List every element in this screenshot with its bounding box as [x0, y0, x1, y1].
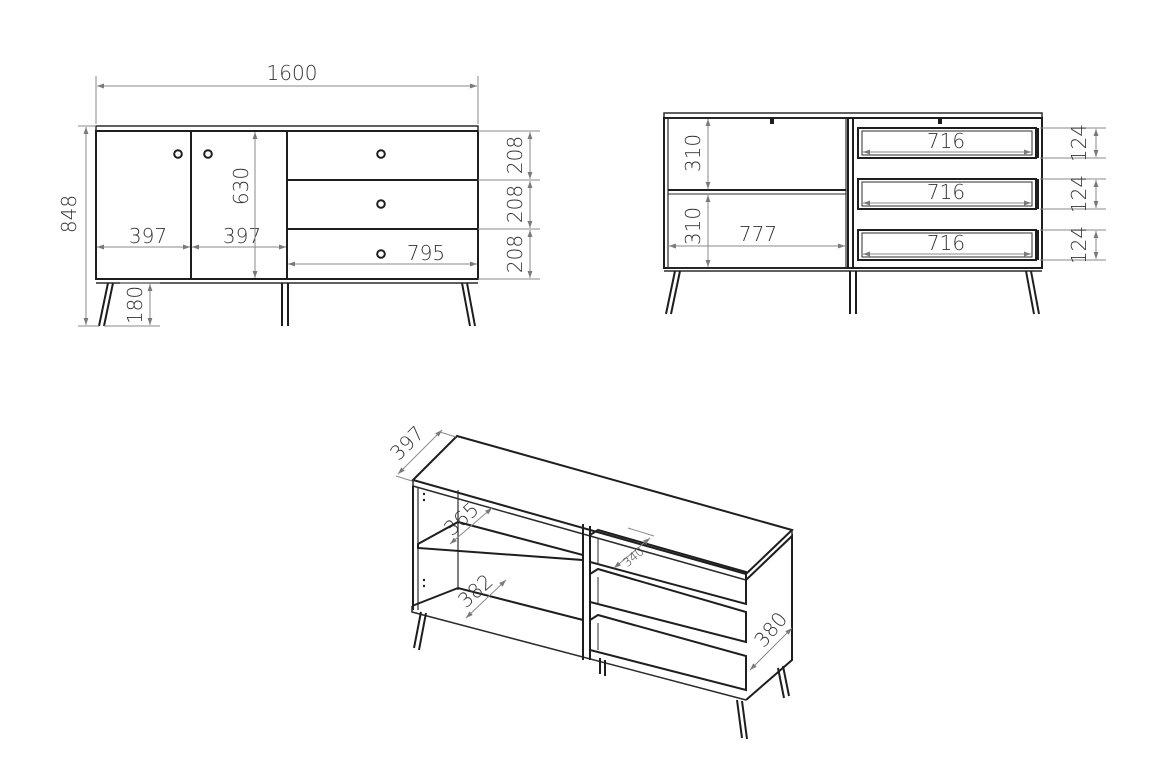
door-knob-right [203, 149, 213, 159]
isometric-view: 397 365 382 340 380 [385, 421, 794, 740]
front-view: 1600 848 397 397 630 795 208 208 208 180 [57, 61, 540, 327]
drawer-box-2 [857, 178, 1037, 210]
dim-drawer-box-height-3: 124 [1067, 226, 1091, 264]
iso-drawer-2 [589, 567, 747, 644]
drawer-box-1 [857, 127, 1037, 159]
dim-door-height: 630 [229, 167, 253, 205]
iso-drawer-3 [589, 613, 747, 692]
dim-overall-height: 848 [57, 195, 81, 233]
drawer-knob-3 [376, 249, 386, 259]
dim-iso-depth: 397 [385, 421, 429, 465]
dim-shelf-height-lower: 310 [681, 207, 705, 245]
dim-drawer-box-height-1: 124 [1067, 124, 1091, 162]
dim-iso-side-depth: 380 [749, 607, 792, 652]
dim-drawer-width-3: 716 [927, 231, 965, 255]
iso-right-side [745, 533, 793, 701]
door-knob-left [173, 149, 183, 159]
iso-bottom-panel [411, 586, 584, 621]
dim-drawer-height-3: 208 [503, 235, 527, 273]
dim-iso-drawer-depth: 340 [620, 544, 647, 569]
dim-overall-width: 1600 [267, 61, 318, 85]
dim-drawer-block-width: 795 [407, 241, 445, 265]
drawer-knob-1 [376, 149, 386, 159]
interior-view: 310 310 777 716 716 716 124 124 124 [663, 112, 1106, 315]
iso-leg-back [777, 665, 790, 699]
interior-leg-center [849, 271, 857, 314]
dim-iso-lower-shelf-depth: 382 [453, 569, 497, 612]
dim-compartment-width: 777 [739, 222, 777, 246]
front-leg-left [98, 282, 114, 327]
iso-leg-center [599, 658, 606, 676]
front-leg-center [281, 283, 289, 326]
iso-leg-left [413, 611, 427, 651]
drawer-knob-2 [376, 199, 386, 209]
interior-leg-left [665, 270, 681, 315]
dim-leg-height: 180 [123, 286, 147, 324]
iso-drawer-1 [589, 528, 747, 606]
dim-door-left-width: 397 [129, 224, 167, 248]
iso-leg-right [736, 699, 748, 740]
dim-shelf-height-upper: 310 [681, 134, 705, 172]
dim-drawer-width-1: 716 [927, 129, 965, 153]
interior-leg-right [1025, 270, 1040, 315]
dim-drawer-width-2: 716 [927, 180, 965, 204]
dim-drawer-height-2: 208 [503, 185, 527, 223]
dim-drawer-height-1: 208 [503, 136, 527, 174]
drawer-box-3 [857, 229, 1037, 261]
front-leg-right [461, 282, 476, 327]
dim-drawer-box-height-2: 124 [1067, 175, 1091, 213]
